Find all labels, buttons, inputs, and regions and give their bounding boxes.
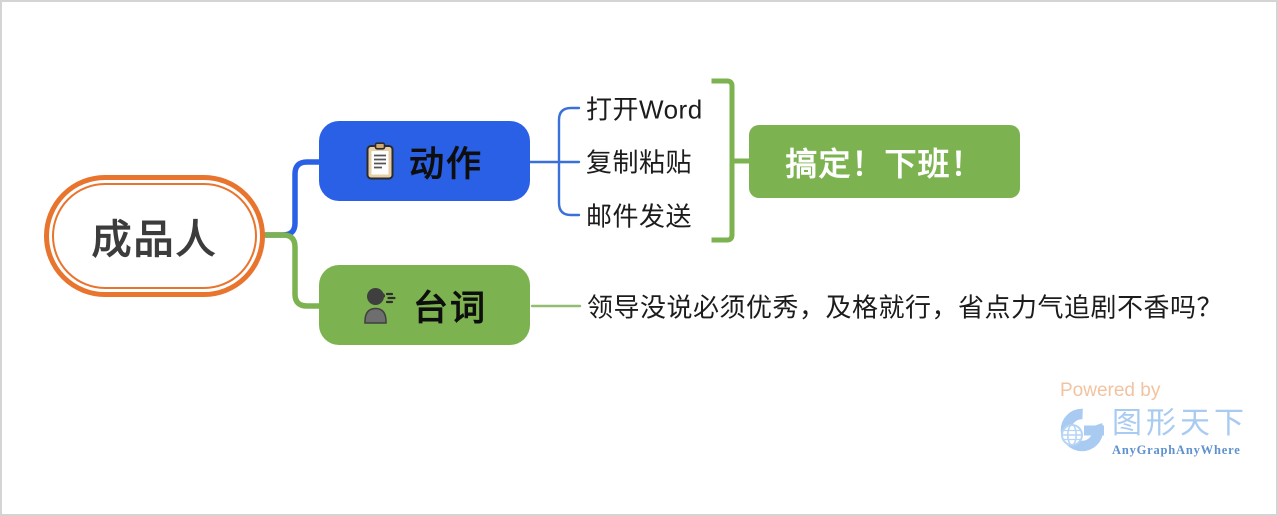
child-topic-open-word[interactable]: 打开Word — [586, 94, 703, 125]
speaking-head-icon — [364, 288, 396, 324]
root-label: 成品人 — [91, 217, 218, 262]
powered-by-text: Powered by — [1060, 380, 1161, 401]
brand-name: 图形天下 — [1112, 407, 1248, 440]
watermark: Powered by 图形天下 AnyGraphAnyWhere — [1058, 380, 1248, 458]
child-topic-quote[interactable]: 领导没说必须优秀，及格就行，省点力气追剧不香吗？ — [587, 292, 1224, 323]
brand-tagline: AnyGraphAnyWhere — [1112, 442, 1241, 457]
root-node[interactable]: 成品人 — [44, 175, 265, 297]
branch-node-lines[interactable]: 台词 — [319, 265, 530, 345]
branch-label-actions: 动作 — [408, 144, 483, 184]
branch-label-lines: 台词 — [412, 288, 487, 328]
child-topic-send-mail[interactable]: 邮件发送 — [586, 201, 693, 232]
brand-logo-icon — [1060, 408, 1106, 452]
clipboard-icon — [366, 142, 394, 180]
child-topic-copy-paste[interactable]: 复制粘贴 — [586, 147, 693, 178]
result-node[interactable]: 搞定！下班！ — [749, 125, 1020, 198]
branch-node-actions[interactable]: 动作 — [319, 121, 530, 201]
result-label: 搞定！下班！ — [785, 145, 984, 182]
